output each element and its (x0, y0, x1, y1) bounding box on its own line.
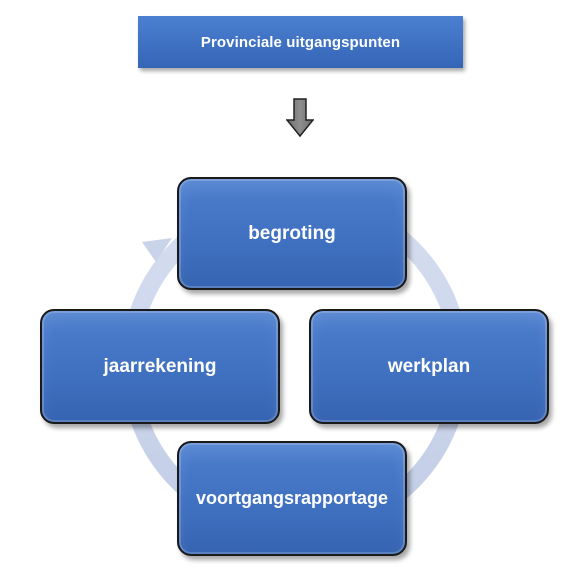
provincial-starting-points-box: Provinciale uitgangspunten (138, 16, 463, 68)
cycle-node-label: voortgangsrapportage (195, 488, 389, 508)
cycle-node-voortgangsrapportage: voortgangsrapportage (177, 441, 407, 556)
cycle-node-begroting: begroting (177, 177, 407, 290)
down-arrow-icon (286, 98, 314, 138)
provincial-starting-points-label: Provinciale uitgangspunten (200, 33, 401, 51)
cycle-node-label: jaarrekening (103, 355, 217, 377)
cycle-arrowhead-icon (142, 238, 172, 262)
cycle-node-label: begroting (248, 222, 336, 244)
cycle-node-label: werkplan (387, 355, 471, 377)
cycle-node-jaarrekening: jaarrekening (40, 309, 280, 424)
cycle-node-werkplan: werkplan (309, 309, 549, 424)
